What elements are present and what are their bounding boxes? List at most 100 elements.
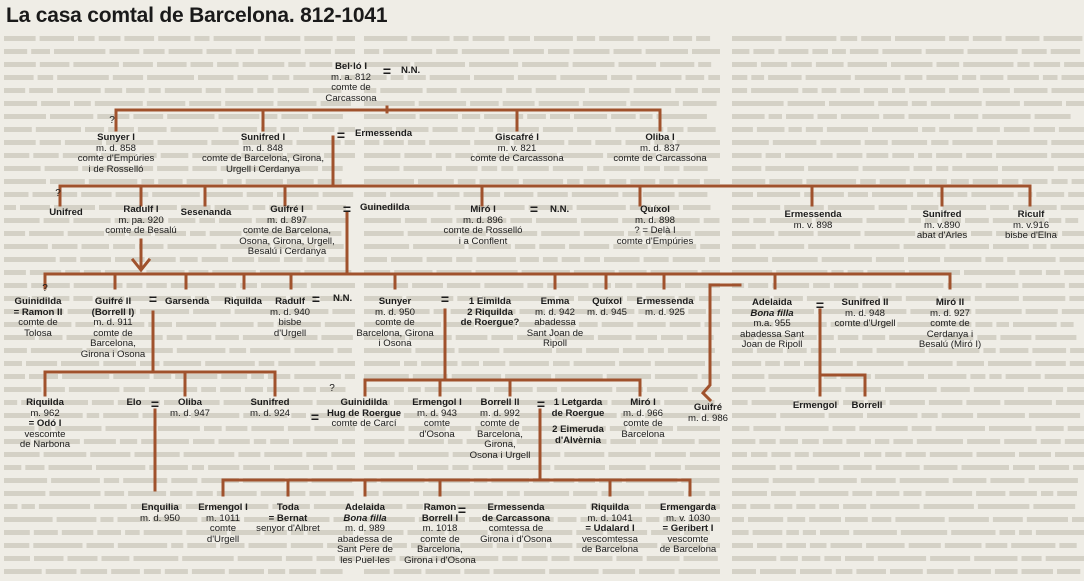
person-detail: Barcelona [621, 428, 665, 440]
person-name: Adelaida [751, 297, 792, 308]
person-name: Sunifred I [240, 132, 286, 143]
person-detail: comte de Besalú [105, 225, 177, 237]
person-detail: m. 1018 [422, 523, 458, 535]
person-name: Oliba I [645, 132, 675, 143]
person-detail: m. d. 943 [416, 407, 457, 419]
person-detail: d'Alvèrnia [554, 434, 601, 446]
person-name: Giscafré I [495, 132, 539, 143]
person-detail: comte de [18, 317, 58, 329]
person-nn2: N.N. [550, 204, 569, 216]
person-detail: ? = Delà I [634, 225, 676, 237]
person-name: Toda [276, 502, 300, 513]
person-name: Miró I [630, 397, 656, 408]
person-name: Adelaida [344, 502, 385, 513]
person-detail: Hug de Roergue [326, 407, 402, 419]
person-name: Ermessenda [487, 502, 545, 513]
marriage-sign: = [311, 291, 321, 307]
person-detail: Besalú (Miró I) [918, 339, 982, 351]
person-ermengol-u: Ermengol [792, 400, 838, 412]
person-detail: d'Urgell [273, 327, 307, 339]
person-elo: Elo [127, 397, 142, 409]
person-nn1: N.N. [401, 65, 420, 77]
person-riquilda1: Riquilda [224, 296, 262, 308]
person-detail: Sant Joan de [526, 327, 584, 339]
person-detail: abadessa de [337, 533, 393, 545]
person-detail: bisbe d'Elna [1005, 230, 1057, 242]
person-detail: comte de Rosselló [443, 225, 523, 237]
person-garsenda: Garsenda [165, 296, 210, 308]
person-detail: de Narbona [19, 439, 71, 451]
person-detail: vescomte [24, 428, 66, 440]
person-detail: Girona i d'Osona [480, 533, 552, 545]
person-name: Sesenanda [180, 207, 232, 218]
person-detail: m. v.916 [1012, 219, 1050, 231]
person-detail: m. d. 945 [587, 306, 627, 318]
person-name: Garsenda [165, 296, 210, 307]
person-name: Riculf [1017, 209, 1045, 220]
person-detail: = Bernat [268, 512, 308, 524]
person-detail: (Borrell I) [91, 306, 135, 318]
person-detail: Cerdanya i [926, 328, 974, 340]
person-name: Oliba [178, 397, 202, 408]
marriage-sign: = [440, 291, 450, 307]
person-name: Ermengol [792, 400, 838, 411]
person-detail: m. d. 942 [534, 306, 575, 318]
person-detail: m. d. 837 [639, 142, 680, 154]
person-name: Ramon [423, 502, 457, 513]
person-name: Sunifred [922, 209, 962, 220]
person-detail: bisbe [278, 317, 302, 329]
person-detail: m.a. 955 [753, 318, 791, 330]
person-detail: m. d. 940 [270, 306, 310, 318]
person-detail: Barcelona, [90, 338, 136, 350]
person-detail: m. d. 989 [344, 523, 385, 535]
person-detail: de Roergue [551, 407, 605, 419]
unknown-mark: ? [329, 383, 335, 394]
person-detail: d'Urgell [206, 533, 240, 545]
person-ermessenda1: Ermessenda [355, 128, 412, 140]
person-detail: de Barcelona [659, 544, 717, 556]
person-detail: Borrell I [421, 512, 459, 524]
person-detail: 1 Eimilda [468, 296, 512, 307]
person-detail: 2 Riquilda [467, 306, 513, 318]
person-detail: abadessa [534, 317, 576, 329]
person-detail: Sant Pere de [336, 544, 394, 556]
person-detail: i a Conflent [458, 235, 508, 247]
person-detail: m. d. 924 [250, 407, 290, 419]
person-detail: comte d'Empúries [77, 153, 155, 165]
person-detail: comte de [331, 82, 371, 94]
person-detail: m. d. 911 [93, 317, 133, 329]
person-name: Ermessenda [784, 209, 842, 220]
person-name: Riquilda [224, 296, 262, 307]
person-name: Sunyer [378, 296, 412, 307]
person-name: Sunifred II [841, 297, 889, 308]
unknown-mark: ? [109, 115, 115, 126]
person-name: Emma [540, 296, 570, 307]
person-name: Guinedilda [360, 202, 410, 213]
person-detail: comte d'Empúries [616, 235, 694, 247]
person-detail: Girona i d'Osona [404, 554, 476, 566]
marriage-sign: = [310, 409, 320, 425]
marriage-sign: = [336, 127, 346, 143]
